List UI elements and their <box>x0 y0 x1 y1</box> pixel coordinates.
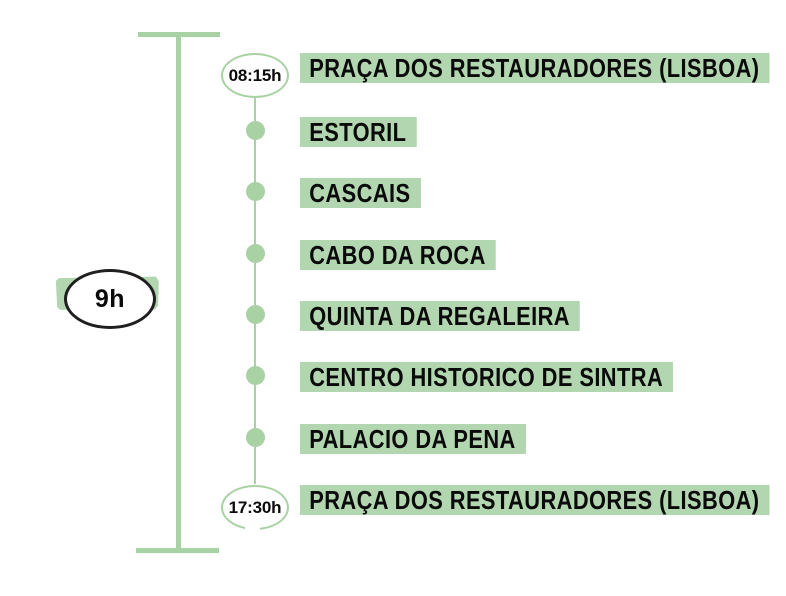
stop-label: PALACIO DA PENA <box>300 424 526 454</box>
duration-badge: 9h <box>64 269 156 329</box>
end-time-badge: 17:30h <box>221 485 289 532</box>
stop-label: ESTORIL <box>300 117 417 147</box>
duration-label: 9h <box>94 284 126 313</box>
start-time-badge: 08:15h <box>221 53 289 98</box>
stop-label: PRAÇA DOS RESTAURADORES (LISBOA) <box>300 485 770 515</box>
stop-dot-icon <box>246 366 265 385</box>
stop-dot-icon <box>246 182 265 201</box>
stop-dot-icon <box>246 121 265 140</box>
stop-dot-icon <box>246 428 265 447</box>
gauge-bottom-cap <box>136 548 219 553</box>
stop-label: CASCAIS <box>300 178 421 208</box>
route-line <box>254 98 256 484</box>
stop-dot-icon <box>246 305 265 324</box>
gauge-vertical-line <box>176 32 181 553</box>
stop-label: CENTRO HISTORICO DE SINTRA <box>300 362 674 392</box>
stop-dot-icon <box>246 244 265 263</box>
stop-label: CABO DA ROCA <box>300 240 496 270</box>
stop-label: PRAÇA DOS RESTAURADORES (LISBOA) <box>300 53 770 83</box>
stop-label: QUINTA DA REGALEIRA <box>300 301 581 331</box>
